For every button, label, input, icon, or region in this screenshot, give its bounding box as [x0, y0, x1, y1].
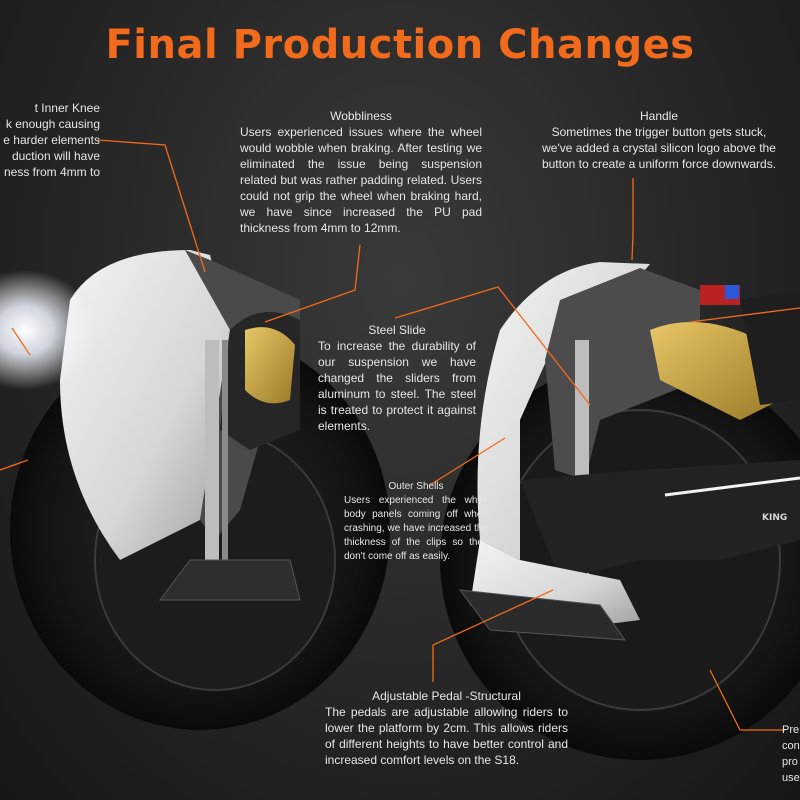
leader-lines [0, 139, 800, 731]
annotation-wobbliness: Wobbliness Users experienced issues wher… [240, 108, 482, 236]
handle-heading: Handle [639, 109, 679, 123]
cut-right-line-3: pro [782, 756, 798, 768]
pedal-heading: Adjustable Pedal -Structural [372, 689, 521, 703]
page-title: Final Production Changes [105, 22, 695, 68]
cut-right-line-2: con [782, 740, 800, 752]
inner-knee-line-5: ness from 4mm to [3, 165, 100, 179]
cut-right-line-4: use [782, 772, 800, 784]
annotation-cut-right: Pre con pro use [782, 722, 800, 786]
right-unicycle: KING [440, 262, 800, 760]
pedal-body: The pedals are adjustable allowing rider… [325, 705, 568, 767]
inner-knee-line-3: e harder elements [3, 133, 100, 147]
annotation-steel-slide: Steel Slide To increase the durability o… [318, 322, 476, 434]
outer-shells-heading: Outer Shells [388, 481, 444, 492]
cut-right-line-1: Pre [782, 724, 800, 736]
inner-knee-line-4: duction will have [11, 149, 100, 163]
annotation-inner-knee: t Inner Knee k enough causing e harder e… [0, 100, 100, 180]
annotation-outer-shells: Outer Shells Users experienced the white… [344, 480, 488, 564]
inner-knee-line-1: t Inner Knee [34, 101, 100, 115]
steel-slide-body: To increase the durability of our suspen… [318, 339, 476, 433]
annotation-handle: Handle Sometimes the trigger button gets… [538, 108, 780, 172]
steel-slide-heading: Steel Slide [368, 323, 426, 337]
wobbliness-heading: Wobbliness [330, 109, 392, 123]
product-logo: KING [762, 513, 787, 523]
left-unicycle [0, 250, 390, 730]
handle-body: Sometimes the trigger button gets stuck,… [541, 125, 777, 171]
inner-knee-line-2: k enough causing [5, 117, 100, 131]
wobbliness-body: Users experienced issues where the wheel… [240, 125, 482, 235]
outer-shells-body: Users experienced the white body panels … [344, 495, 488, 562]
annotation-pedal: Adjustable Pedal -Structural The pedals … [325, 688, 568, 768]
